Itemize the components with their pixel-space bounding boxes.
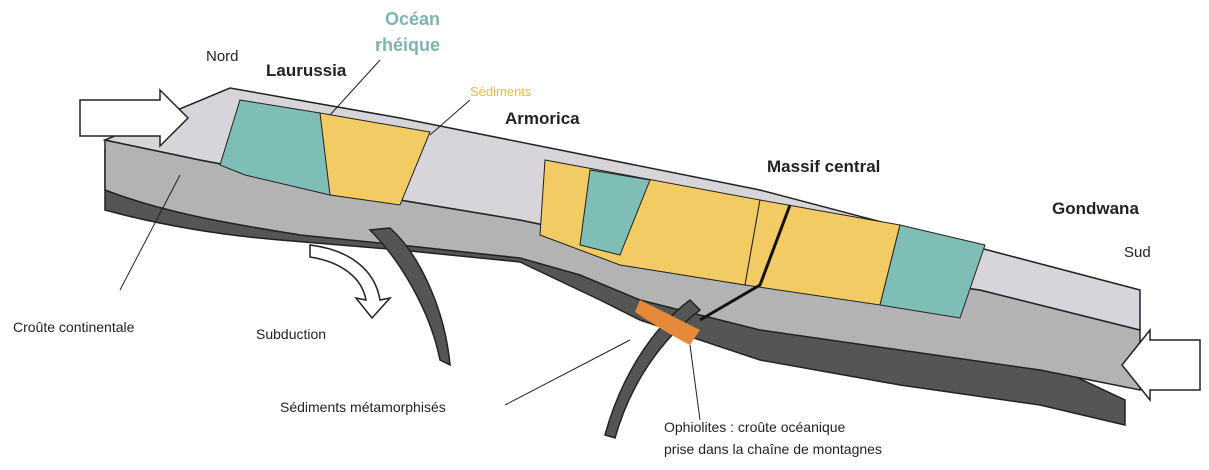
label-armorica: Armorica [505, 110, 580, 128]
label-laurussia: Laurussia [266, 62, 346, 80]
label-ocean-line2: rhéique [375, 34, 440, 56]
label-subduction: Subduction [256, 325, 326, 343]
subduction-arrow [310, 245, 390, 318]
label-sediments-metamorphises: Sédiments métamorphisés [280, 398, 446, 416]
label-massif-central: Massif central [767, 158, 880, 176]
label-ocean-line1: Océan [385, 8, 440, 30]
label-croute-continentale: Croûte continentale [13, 318, 134, 336]
label-sediments: Sédiments [470, 83, 531, 101]
label-ophiolites-line1: Ophiolites : croûte océanique [664, 418, 845, 436]
label-gondwana: Gondwana [1052, 200, 1139, 218]
label-ophiolites-line2: prise dans la chaîne de montagnes [664, 440, 882, 458]
leader-metamorphises [505, 340, 630, 405]
label-nord: Nord [206, 48, 239, 66]
label-sud: Sud [1124, 244, 1151, 262]
leader-ophiolites [690, 345, 700, 420]
